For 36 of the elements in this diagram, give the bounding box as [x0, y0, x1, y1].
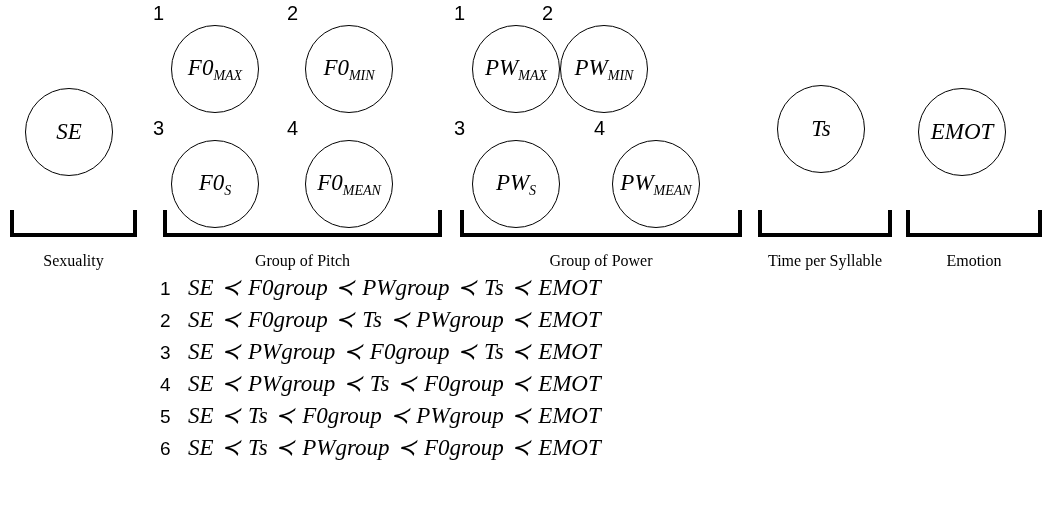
row-number: 1 — [160, 278, 171, 300]
number-label: 1 — [153, 3, 165, 23]
node-label: SE — [56, 119, 82, 145]
order-formula: SE ≺ PWgroup ≺ Ts ≺ F0group ≺ EMOT — [188, 370, 601, 397]
node-label: F0$_{MAX}$ — [187, 54, 243, 84]
order-formula: SE ≺ PWgroup ≺ F0group ≺ Ts ≺ EMOT — [188, 338, 601, 365]
node-label: F0$_{S}$ — [198, 169, 232, 199]
node-label: F0$_{MEAN}$ — [317, 169, 381, 199]
row-number: 3 — [160, 342, 171, 364]
number-label: 4 — [594, 118, 606, 138]
node-label: EMOT — [930, 119, 994, 145]
node-label: Ts — [811, 116, 831, 142]
order-formula: SE ≺ F0group ≺ PWgroup ≺ Ts ≺ EMOT — [188, 274, 601, 301]
number-label: 2 — [287, 3, 299, 23]
node-label: PW$_{MEAN}$ — [620, 169, 692, 199]
row-number: 5 — [160, 406, 171, 428]
row-number: 2 — [160, 310, 171, 332]
number-label: 3 — [153, 118, 165, 138]
group-label: Group of Power — [549, 252, 653, 270]
node-label: F0$_{MIN}$ — [323, 54, 375, 84]
number-label: 4 — [287, 118, 299, 138]
group-label: Sexuality — [43, 252, 104, 270]
node-label: PW$_{MAX}$ — [485, 54, 547, 84]
number-label: 3 — [454, 118, 466, 138]
order-formula: SE ≺ Ts ≺ PWgroup ≺ F0group ≺ EMOT — [188, 434, 601, 461]
group-label: Group of Pitch — [254, 252, 351, 270]
number-label: 1 — [454, 3, 466, 23]
order-formula: SE ≺ Ts ≺ F0group ≺ PWgroup ≺ EMOT — [188, 402, 601, 429]
number-label: 2 — [542, 3, 554, 23]
group-label: Time per Syllable — [767, 252, 883, 270]
row-number: 6 — [160, 438, 171, 460]
order-formula: SE ≺ F0group ≺ Ts ≺ PWgroup ≺ EMOT — [188, 306, 601, 333]
row-number: 4 — [160, 374, 171, 396]
node-label: PW$_{MIN}$ — [574, 54, 634, 84]
group-label: Emotion — [946, 252, 1002, 270]
node-label: PW$_{S}$ — [495, 169, 537, 199]
